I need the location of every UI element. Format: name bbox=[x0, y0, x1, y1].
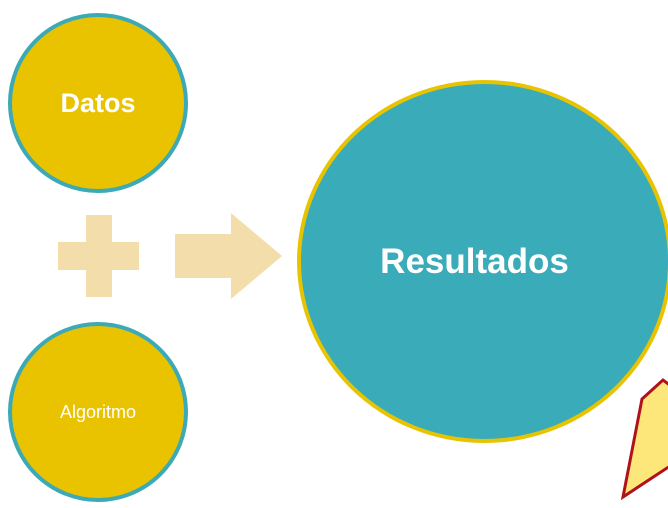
resultados-label: Resultados bbox=[380, 241, 569, 281]
callout-ribbon-shape bbox=[620, 378, 668, 501]
datos-label: Datos bbox=[60, 87, 136, 118]
right-arrow-icon bbox=[175, 213, 282, 299]
plus-icon bbox=[58, 215, 139, 297]
algoritmo-label: Algoritmo bbox=[59, 401, 137, 422]
datos-node: Datos bbox=[8, 13, 188, 193]
algoritmo-node: Algoritmo bbox=[8, 322, 188, 502]
resultados-node: Resultados bbox=[297, 80, 668, 443]
